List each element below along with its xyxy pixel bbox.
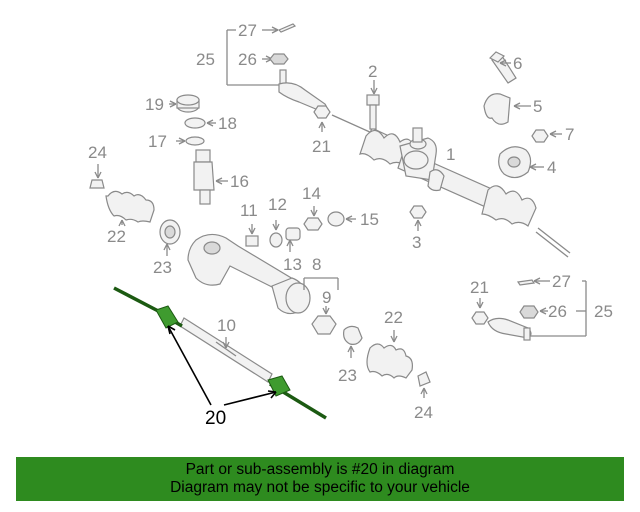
inner-tie-rod-highlight: [113, 286, 327, 420]
label-24-right: 24: [414, 403, 433, 422]
label-4: 4: [547, 158, 556, 177]
label-3: 3: [412, 233, 421, 252]
pinion-bolt: [366, 80, 380, 130]
label-26-top: 26: [238, 50, 257, 69]
label-12: 12: [268, 195, 287, 214]
notice-banner: Part or sub-assembly is #20 in diagram D…: [16, 457, 624, 501]
label-24-left: 24: [88, 143, 107, 162]
tie-rod-end-right: [471, 277, 587, 341]
right-boot: [366, 330, 431, 398]
label-6: 6: [513, 54, 522, 73]
rack-bar: [179, 317, 273, 383]
label-13: 13: [283, 255, 302, 274]
label-22-right: 22: [384, 308, 403, 327]
label-25-top: 25: [196, 50, 215, 69]
label-18: 18: [218, 114, 237, 133]
label-7: 7: [565, 125, 574, 144]
label-22-left: 22: [107, 227, 126, 246]
label-11: 11: [240, 201, 258, 220]
label-21-top: 21: [312, 137, 331, 156]
nut-3: [409, 205, 427, 231]
tie-rod-end-top: [226, 23, 328, 113]
bracket-parts: [483, 51, 562, 179]
label-16: 16: [230, 172, 249, 191]
label-10: 10: [217, 316, 236, 335]
label-2: 2: [368, 62, 377, 81]
label-17: 17: [148, 132, 167, 151]
label-14: 14: [302, 184, 321, 203]
nut-21-top: [313, 105, 331, 132]
left-small-parts: [169, 94, 228, 205]
label-21-right: 21: [470, 278, 489, 297]
parts-8-9-23: [303, 277, 363, 358]
notice-line-1: Part or sub-assembly is #20 in diagram: [185, 461, 455, 478]
label-15: 15: [360, 210, 379, 229]
notice-line-2: Diagram may not be specific to your vehi…: [170, 479, 470, 496]
label-1: 1: [446, 145, 455, 164]
small-parts-11-15: [245, 206, 356, 252]
label-9: 9: [322, 288, 331, 307]
steering-rack-housing: [331, 114, 571, 258]
label-5: 5: [533, 97, 542, 116]
label-27-top: 27: [238, 21, 257, 40]
lower-housing: [159, 219, 311, 315]
label-8: 8: [312, 255, 321, 274]
label-26-right: 26: [548, 302, 567, 321]
label-20: 20: [205, 408, 226, 429]
label-25-right: 25: [594, 302, 613, 321]
label-23-left: 23: [153, 258, 172, 277]
label-27-right: 27: [552, 272, 571, 291]
label-19: 19: [145, 95, 164, 114]
left-boot: [89, 164, 155, 227]
label-23-right: 23: [338, 366, 357, 385]
